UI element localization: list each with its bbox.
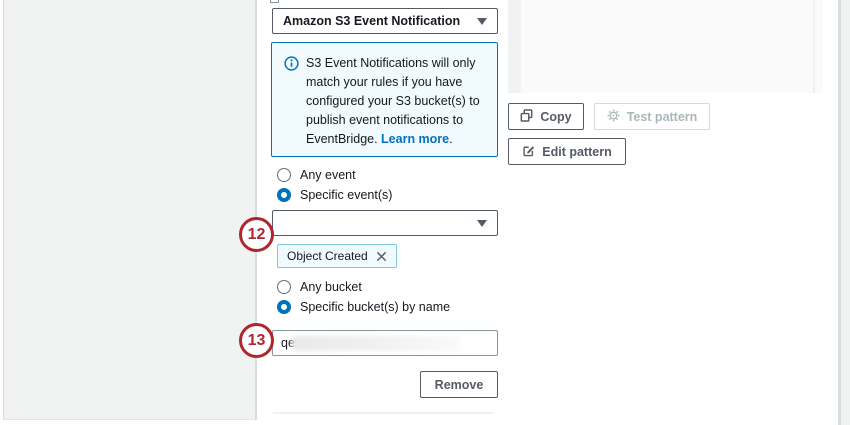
annotation-step-13: 13 <box>239 323 274 358</box>
radio-unselected-icon[interactable] <box>277 168 291 182</box>
page-background-right <box>841 0 850 425</box>
radio-any-bucket-label: Any bucket <box>300 280 362 294</box>
panel-right-divider <box>838 0 841 425</box>
radio-any-event-label: Any event <box>300 168 356 182</box>
info-box-period: . <box>449 132 453 146</box>
chevron-down-icon <box>477 219 487 227</box>
bucket-name-input[interactable] <box>272 330 498 356</box>
info-box-text: S3 Event Notifications will only match y… <box>306 56 480 146</box>
close-icon[interactable] <box>376 251 387 262</box>
test-pattern-button[interactable]: Test pattern <box>594 103 710 130</box>
section-divider <box>273 412 493 414</box>
event-token-label: Object Created <box>287 249 368 263</box>
event-token-object-created: Object Created <box>277 244 397 268</box>
radio-specific-buckets-label: Specific bucket(s) by name <box>300 300 451 314</box>
learn-more-link[interactable]: Learn more <box>381 132 450 146</box>
event-pattern-preview <box>508 0 823 93</box>
code-scrollbar-track <box>813 0 815 93</box>
event-type-select-value: Amazon S3 Event Notification <box>283 14 461 28</box>
page-background-left <box>3 0 257 420</box>
info-icon <box>284 56 299 77</box>
radio-specific-events-label: Specific event(s) <box>300 188 393 202</box>
radio-unselected-icon[interactable] <box>277 280 291 294</box>
copy-button-label: Copy <box>540 109 572 124</box>
radio-specific-buckets[interactable]: Specific bucket(s) by name <box>277 298 450 316</box>
remove-button-label: Remove <box>434 377 484 392</box>
code-gutter <box>508 0 521 93</box>
annotation-step-12: 12 <box>239 217 274 252</box>
s3-notification-info-box: S3 Event Notifications will only match y… <box>271 42 498 157</box>
annotation-step-12-number: 12 <box>247 225 266 243</box>
event-type-select[interactable]: Amazon S3 Event Notification <box>272 8 498 34</box>
radio-any-event[interactable]: Any event <box>277 166 356 184</box>
copy-button[interactable]: Copy <box>508 103 584 130</box>
test-pattern-button-label: Test pattern <box>626 109 698 124</box>
radio-selected-icon[interactable] <box>277 300 291 314</box>
cutoff-field-sliver <box>270 0 279 3</box>
radio-specific-events[interactable]: Specific event(s) <box>277 186 392 204</box>
specific-events-select[interactable] <box>272 210 498 236</box>
radio-any-bucket[interactable]: Any bucket <box>277 278 362 296</box>
remove-button[interactable]: Remove <box>420 371 498 398</box>
gear-icon <box>607 108 620 125</box>
edit-pattern-button-label: Edit pattern <box>542 144 612 159</box>
chevron-down-icon <box>477 17 487 25</box>
edit-pattern-button[interactable]: Edit pattern <box>508 138 626 165</box>
radio-selected-icon[interactable] <box>277 188 291 202</box>
edit-icon <box>522 144 535 160</box>
annotation-step-13-number: 13 <box>247 331 266 349</box>
copy-icon <box>520 108 533 125</box>
